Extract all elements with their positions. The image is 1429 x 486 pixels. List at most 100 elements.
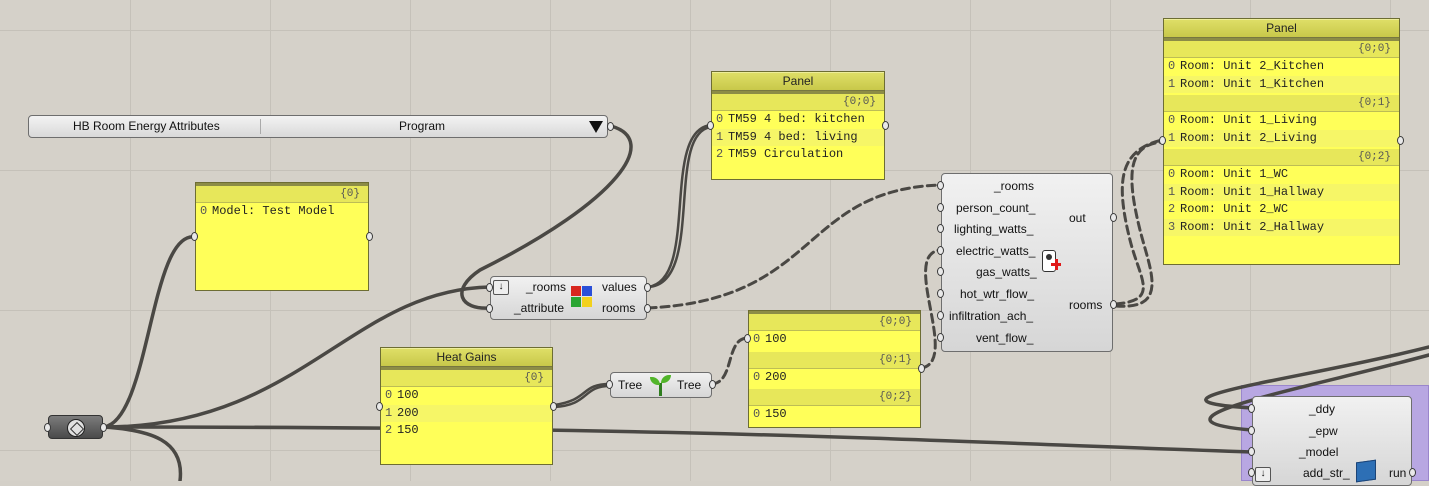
input-grip[interactable] <box>937 311 944 320</box>
input-grip[interactable] <box>191 232 198 241</box>
input-grip[interactable] <box>1248 447 1255 456</box>
input-grip[interactable] <box>937 246 944 255</box>
input-label: lighting_watts_ <box>954 222 1034 236</box>
input-label: _epw <box>1309 424 1338 438</box>
branch-path: {0;0} <box>749 314 920 331</box>
input-grip[interactable] <box>1159 136 1166 145</box>
input-label: _ddy <box>1309 402 1336 416</box>
input-label: infiltration_ach_ <box>949 309 1034 323</box>
input-label: vent_flow_ <box>976 331 1034 345</box>
branch-path: {0} <box>381 370 552 387</box>
hb-apply-load-values-component[interactable]: _rooms person_count_ lighting_watts_ ele… <box>941 173 1113 352</box>
output-label: run <box>1389 466 1407 480</box>
input-label: person_count_ <box>956 201 1036 215</box>
output-grip[interactable] <box>1110 213 1117 222</box>
output-grip[interactable] <box>644 283 651 292</box>
input-grip[interactable] <box>606 380 613 389</box>
value-list-hb-room-energy-attributes[interactable]: HB Room Energy Attributes Program <box>28 115 608 138</box>
panel-title: Heat Gains <box>381 348 552 367</box>
output-grip[interactable] <box>644 304 651 313</box>
output-grip[interactable] <box>607 122 614 131</box>
output-label: Tree <box>677 378 702 392</box>
input-label: _rooms <box>526 280 567 294</box>
input-label: gas_watts_ <box>976 265 1037 279</box>
branch-path: {0;1} <box>1164 95 1399 112</box>
dropdown-arrow-icon[interactable] <box>589 121 603 133</box>
input-grip[interactable] <box>376 402 383 411</box>
panel-title: Panel <box>712 72 884 91</box>
tree-component[interactable]: Tree Tree <box>610 372 712 398</box>
output-grip[interactable] <box>100 423 107 432</box>
input-grip[interactable] <box>937 203 944 212</box>
branch-path: {0} <box>196 186 368 203</box>
input-label: add_str_ <box>1303 466 1350 480</box>
input-grip[interactable] <box>1248 426 1255 435</box>
output-grip[interactable] <box>1110 300 1117 309</box>
flatten-icon[interactable]: ↓ <box>493 280 509 295</box>
input-grip[interactable] <box>1248 404 1255 413</box>
hb-run-simulation-component[interactable]: _ddy _epw _model ↓ add_str_ run <box>1252 396 1412 486</box>
output-grip[interactable] <box>882 121 889 130</box>
output-label: out <box>1069 211 1086 225</box>
branch-path: {0;2} <box>749 389 920 406</box>
input-grip[interactable] <box>937 181 944 190</box>
value-list-selected[interactable]: Program <box>399 119 446 133</box>
color-grid-icon <box>571 286 593 308</box>
output-grip[interactable] <box>918 364 925 373</box>
input-label: _attribute <box>514 301 565 315</box>
output-grip[interactable] <box>709 380 716 389</box>
tree-sprout-icon <box>649 375 671 397</box>
flatten-icon[interactable]: ↓ <box>1255 467 1271 482</box>
input-label: Tree <box>618 378 643 392</box>
input-label: electric_watts_ <box>956 244 1036 258</box>
hb-room-energy-attribute-component[interactable]: ↓ _rooms _attribute values rooms <box>490 276 647 320</box>
input-label: hot_wtr_flow_ <box>960 287 1035 301</box>
panel-header-strip <box>1164 38 1399 41</box>
input-label: _model <box>1299 445 1339 459</box>
input-grip[interactable] <box>486 283 493 292</box>
input-grip[interactable] <box>44 423 51 432</box>
branch-path: {0;2} <box>1164 149 1399 166</box>
input-grip[interactable] <box>707 121 714 130</box>
model-parameter[interactable] <box>48 415 103 439</box>
input-grip[interactable] <box>937 224 944 233</box>
input-grip[interactable] <box>937 267 944 276</box>
branch-path: {0;0} <box>712 94 884 111</box>
output-label: rooms <box>1069 298 1103 312</box>
output-grip[interactable] <box>1397 136 1404 145</box>
input-grip[interactable] <box>937 333 944 342</box>
input-grip[interactable] <box>1248 468 1255 477</box>
output-grip[interactable] <box>366 232 373 241</box>
input-grip[interactable] <box>486 304 493 313</box>
energyplus-icon <box>1356 459 1376 483</box>
branch-path: {0;1} <box>749 351 920 369</box>
output-label: values <box>602 280 637 294</box>
input-grip[interactable] <box>937 289 944 298</box>
output-label: rooms <box>602 301 636 315</box>
output-grip[interactable] <box>1409 468 1416 477</box>
branch-path: {0;0} <box>1164 41 1399 58</box>
output-grip[interactable] <box>550 402 557 411</box>
input-grip[interactable] <box>744 334 751 343</box>
